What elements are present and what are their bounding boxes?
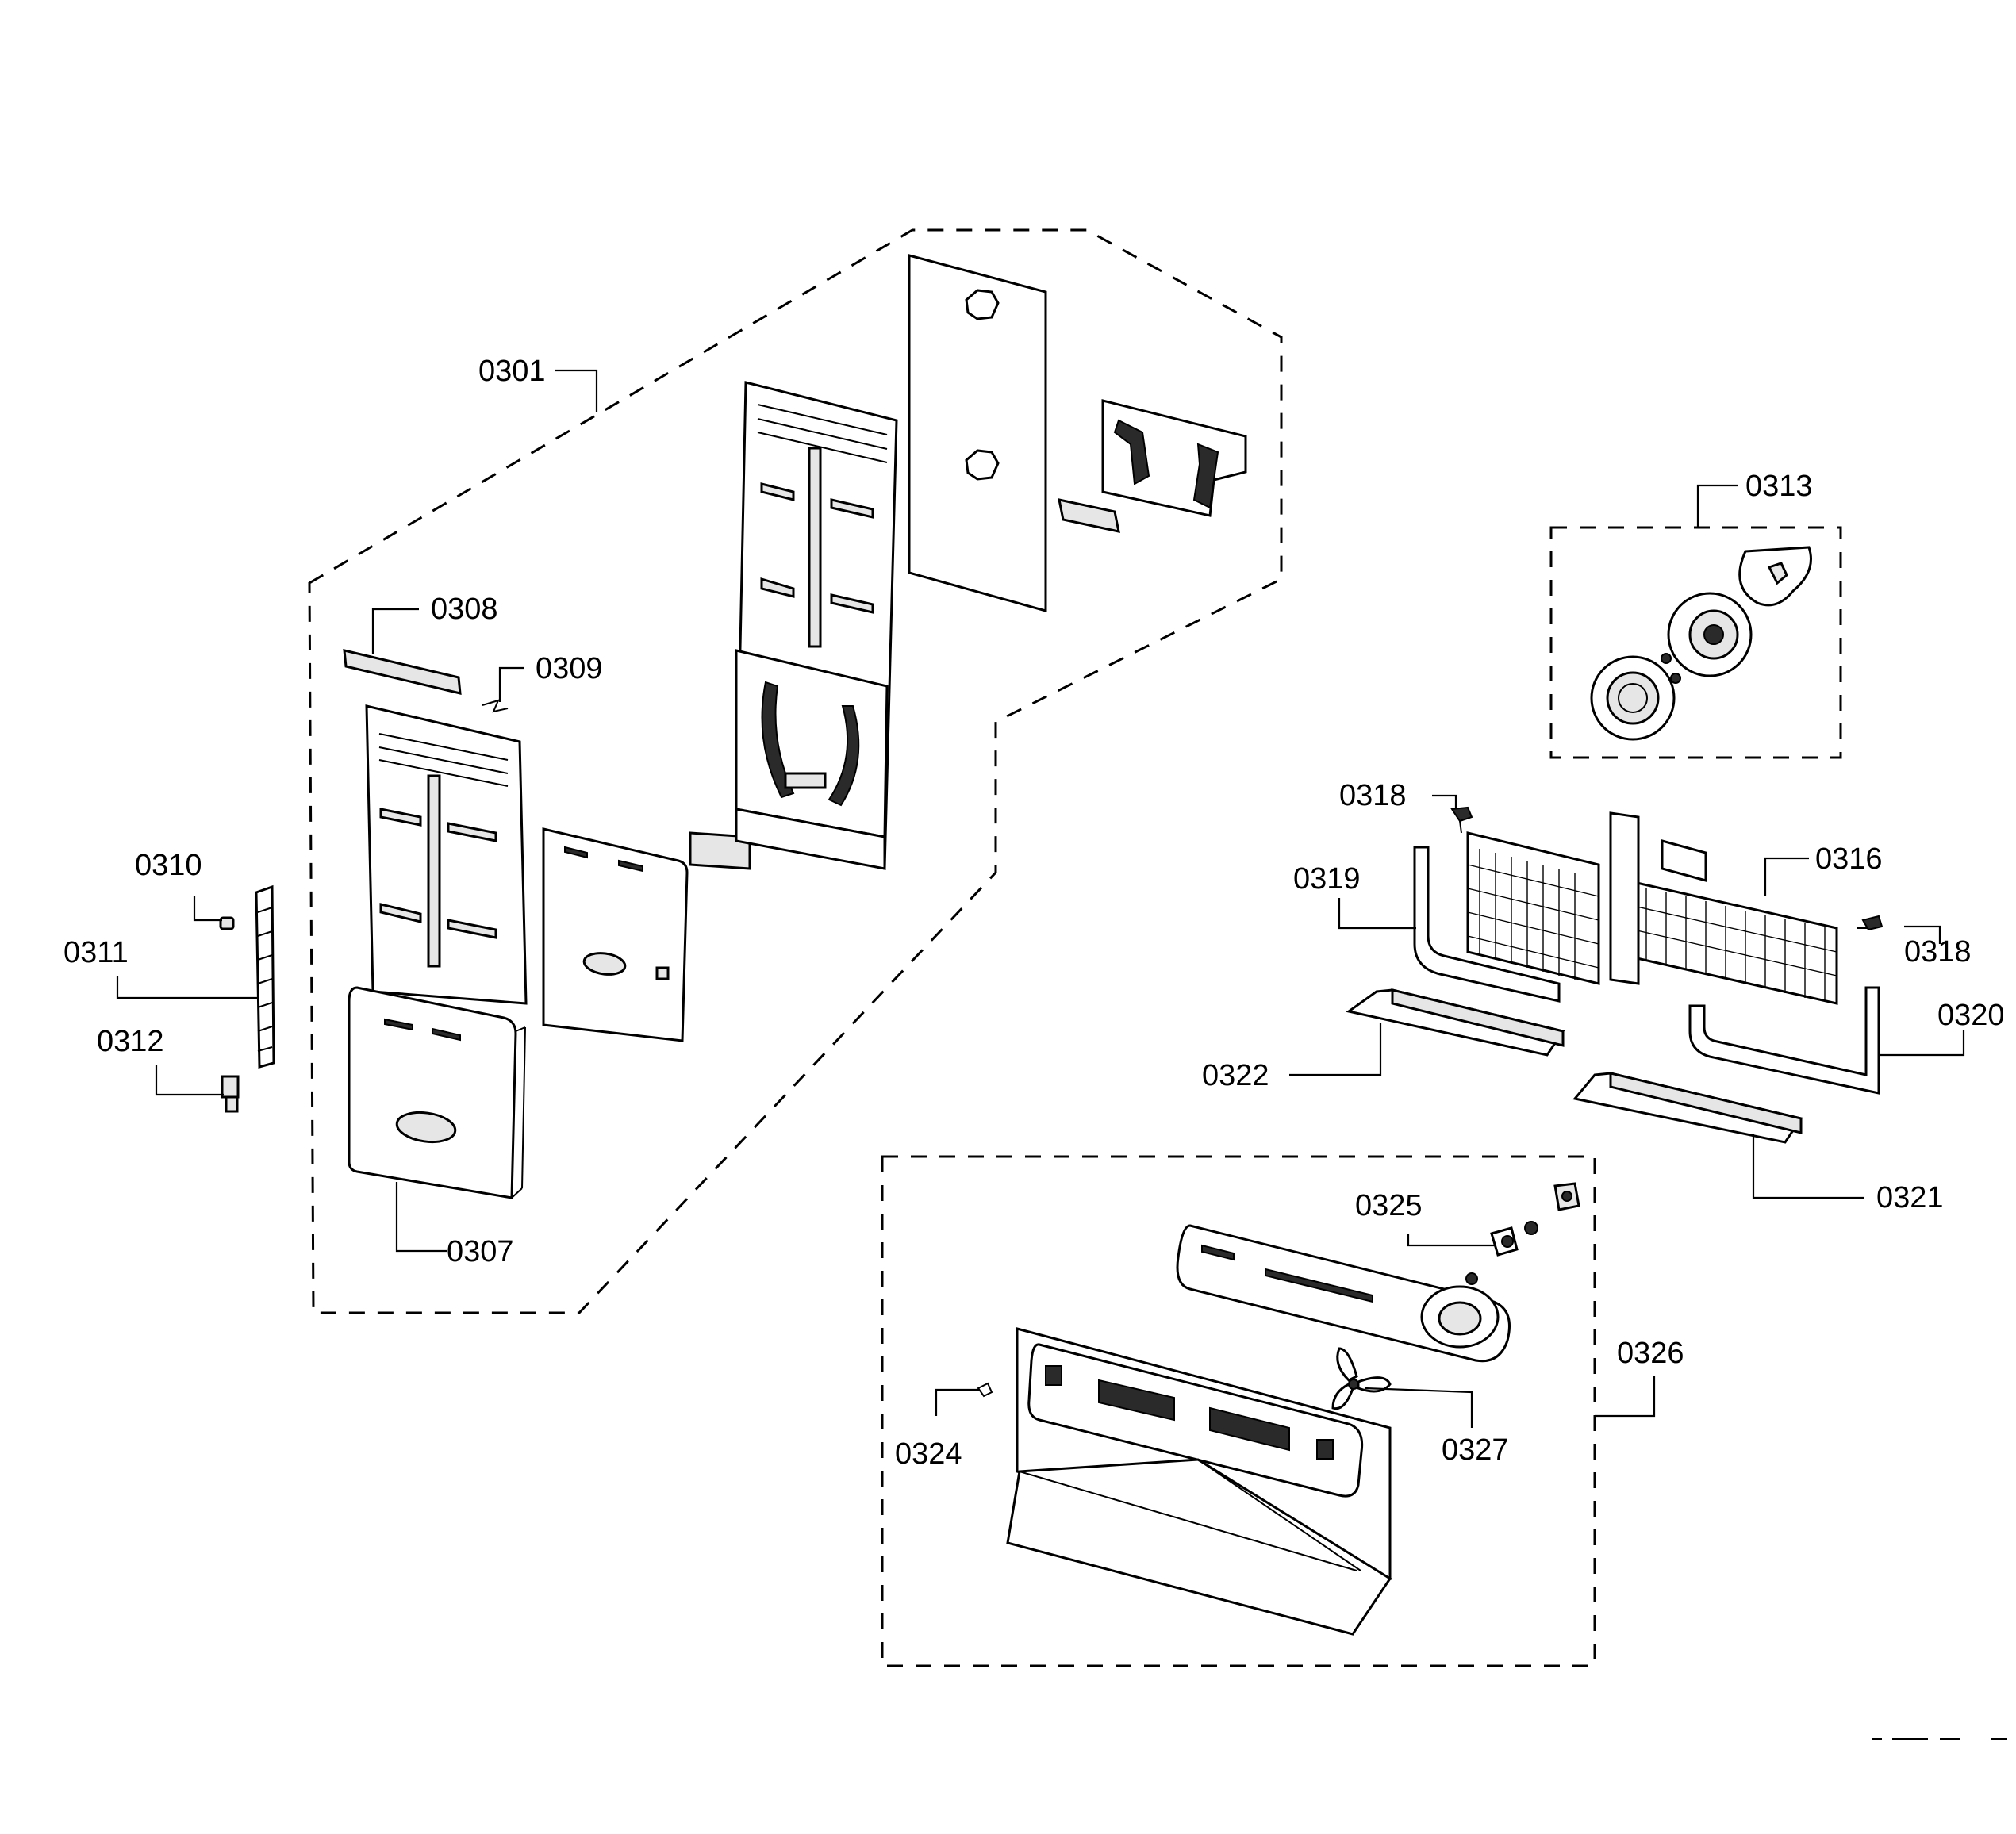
leader-lines <box>116 369 1965 1428</box>
part-0310-clip <box>219 916 235 930</box>
part-0311-rail <box>255 884 275 1069</box>
leader-0326 <box>1595 1376 1656 1418</box>
part-0308-strip <box>343 649 462 695</box>
part-0318-clip-left <box>1450 806 1473 834</box>
group-0313-outline <box>1549 526 1842 759</box>
leader-0318-left <box>1432 794 1457 809</box>
label-0318-left: 0318 <box>1339 779 1407 812</box>
part-0319-heater <box>1413 846 1561 1003</box>
part-0309-screw <box>482 699 509 713</box>
leader-0325 <box>1407 1234 1496 1247</box>
part-0316-evaporator <box>1466 811 1838 1005</box>
label-0307: 0307 <box>447 1235 514 1268</box>
part-inner-liner-left <box>365 704 528 1005</box>
part-0318-clip-right <box>1857 915 1884 931</box>
leader-0316 <box>1764 857 1809 896</box>
label-0309: 0309 <box>536 652 603 685</box>
part-0322-drain-tray <box>1346 988 1565 1057</box>
part-0321-drain-tray <box>1572 1072 1803 1144</box>
group-0301-outline <box>308 228 1283 1314</box>
label-0324: 0324 <box>895 1437 962 1471</box>
leader-0318-right <box>1904 925 1941 944</box>
part-small-housing <box>689 831 751 870</box>
label-0327: 0327 <box>1442 1433 1509 1467</box>
part-0324-screw <box>977 1382 993 1398</box>
part-bracket <box>1058 399 1247 533</box>
label-0326: 0326 <box>1617 1337 1684 1370</box>
group-0326-outline <box>881 1155 1596 1667</box>
leader-0310 <box>193 896 222 922</box>
part-door-panel-middle <box>542 827 689 1042</box>
label-0310: 0310 <box>135 849 202 882</box>
part-0307-door-cover <box>348 986 526 1199</box>
label-0312: 0312 <box>97 1025 164 1058</box>
part-0327-fan <box>1331 1347 1392 1410</box>
leader-0319 <box>1338 898 1416 930</box>
part-0320-heater <box>1688 986 1880 1095</box>
label-0320: 0320 <box>1937 999 2005 1032</box>
leader-0313 <box>1696 484 1738 528</box>
part-tall-inner-panel <box>735 381 898 870</box>
part-0312-clip <box>221 1075 240 1113</box>
label-0318-right: 0318 <box>1904 935 1972 969</box>
label-0313: 0313 <box>1745 470 1813 503</box>
label-0322: 0322 <box>1202 1059 1269 1092</box>
leader-0320 <box>1880 1030 1965 1057</box>
label-0316: 0316 <box>1815 842 1883 876</box>
leader-0322 <box>1289 1023 1382 1076</box>
leader-0312 <box>155 1065 224 1096</box>
leader-0308 <box>371 608 419 654</box>
leader-0309 <box>498 666 524 702</box>
leader-0307 <box>395 1182 447 1253</box>
label-0311: 0311 <box>63 936 129 969</box>
leader-0327 <box>1364 1387 1473 1428</box>
label-0321: 0321 <box>1876 1181 1944 1214</box>
part-fan-shroud-plate <box>1176 1224 1511 1363</box>
leader-0321 <box>1752 1134 1864 1199</box>
label-0308: 0308 <box>431 593 498 626</box>
part-back-plate <box>908 254 1047 612</box>
leader-0301 <box>555 369 598 412</box>
leader-0311 <box>116 976 258 999</box>
part-0325-motor <box>1465 1182 1580 1285</box>
label-0301: 0301 <box>478 355 546 388</box>
part-evaporator-cover <box>1006 1327 1392 1636</box>
leader-0324 <box>935 1388 980 1416</box>
label-0325: 0325 <box>1355 1189 1423 1222</box>
label-0319: 0319 <box>1293 862 1361 896</box>
part-0313-assembly <box>1590 546 1812 741</box>
